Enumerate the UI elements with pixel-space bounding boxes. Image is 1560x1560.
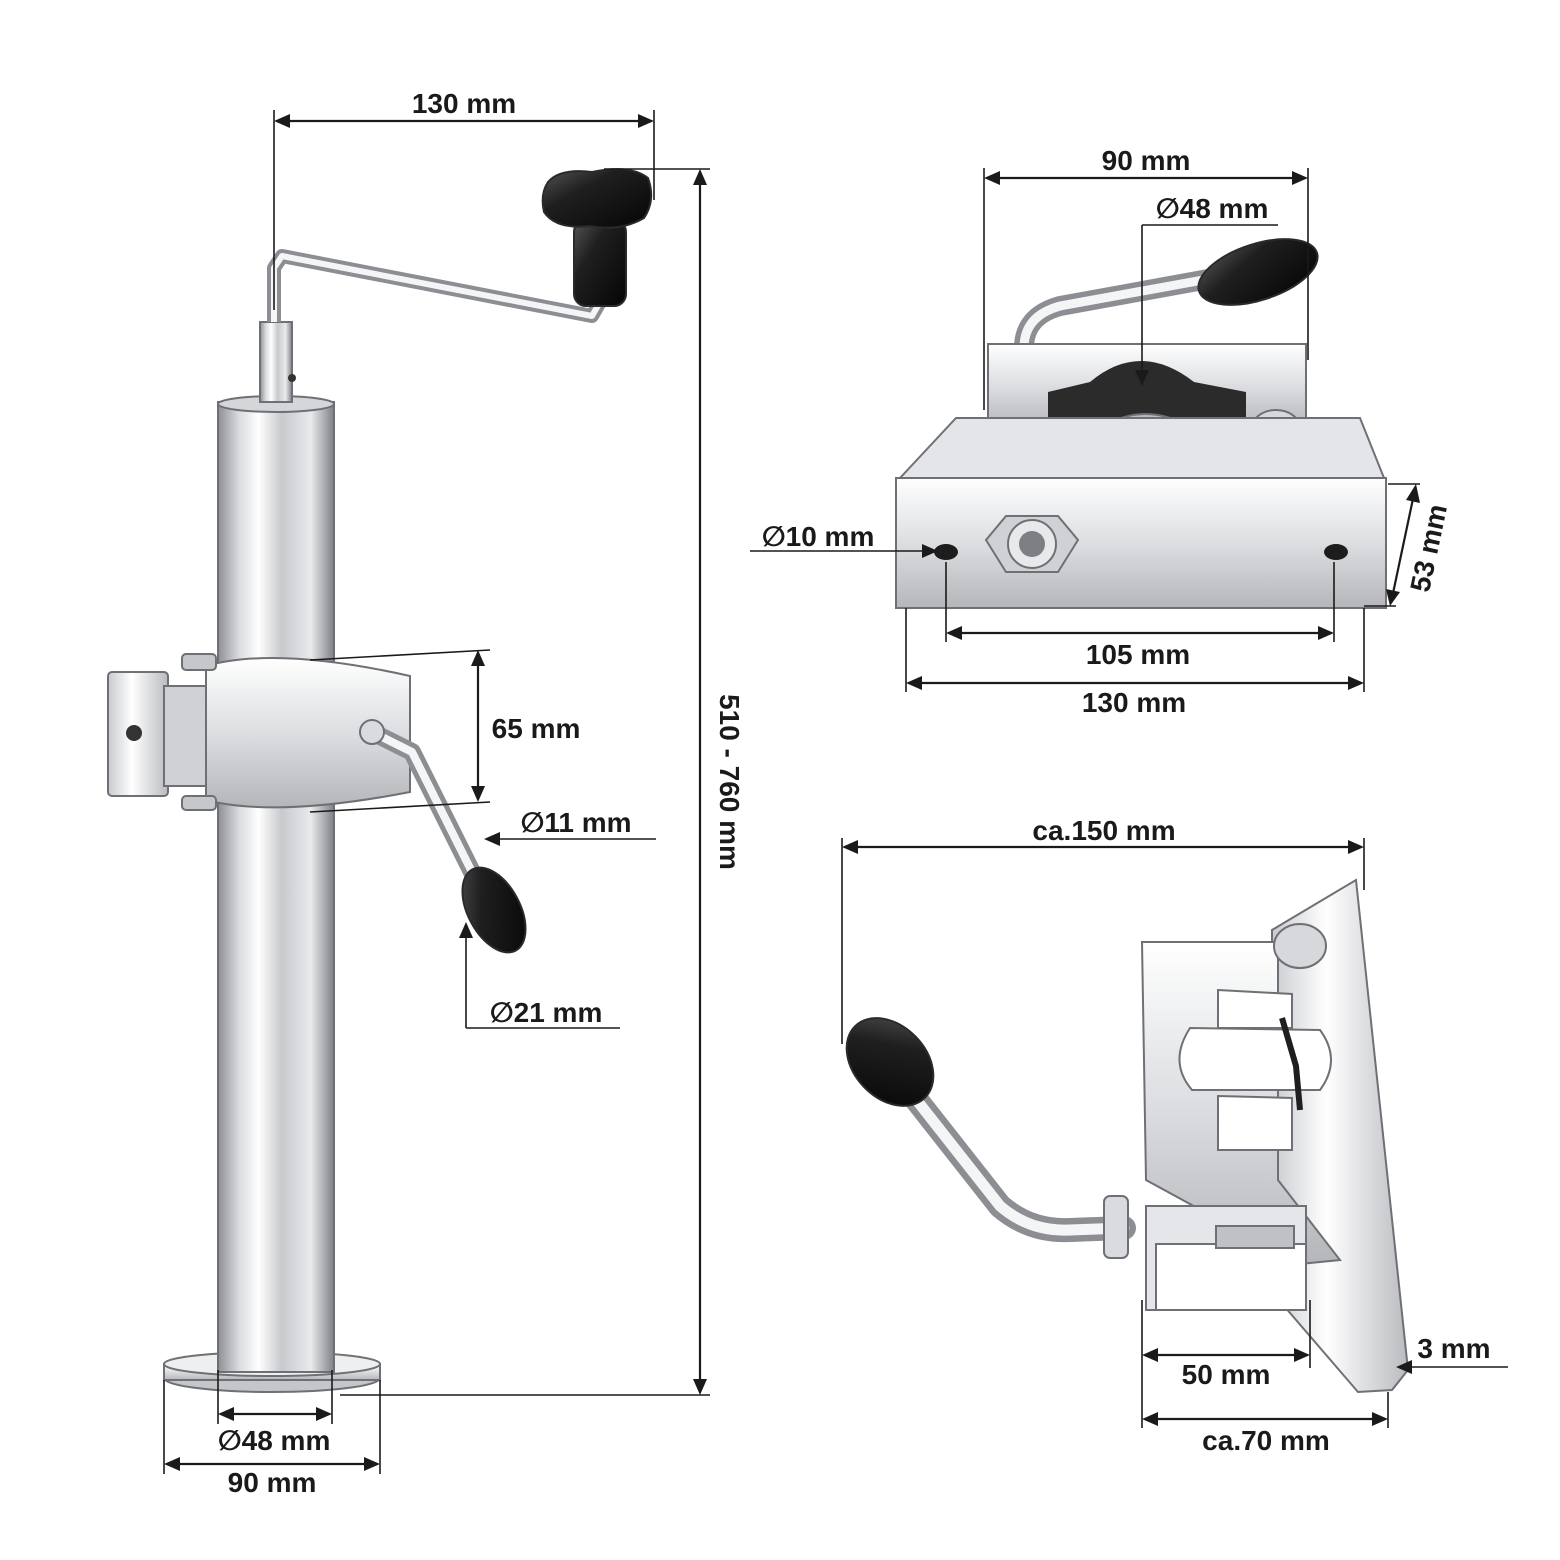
clamp-side-depth-label: ca.70 mm — [1202, 1425, 1330, 1456]
clamp-side-thickness-label: 3 mm — [1417, 1333, 1490, 1364]
jack-labels: 130 mm 510 - 760 mm 65 mm ∅11 mm ∅21 mm … — [218, 88, 745, 1498]
clamp-front-width-label: 90 mm — [1102, 145, 1191, 176]
clamp-side-labels: ca.150 mm 50 mm 3 mm ca.70 mm — [1032, 815, 1490, 1456]
clamp-front-plate-width-label: 130 mm — [1082, 687, 1186, 718]
jack-clamp-height-label: 65 mm — [492, 713, 581, 744]
clamp-front-tube-diameter-label: ∅48 mm — [1156, 193, 1269, 224]
jack-tube-diameter-label: ∅48 mm — [218, 1425, 331, 1456]
jack-height-label: 510 - 760 mm — [714, 694, 745, 870]
jack-dimensions — [163, 110, 710, 1474]
jack-knob-diameter-label: ∅21 mm — [490, 997, 603, 1028]
clamp-front-hole-diameter-label: ∅10 mm — [762, 521, 875, 552]
jack-lever-diameter-label: ∅11 mm — [520, 807, 631, 838]
clamp-side-length-label: ca.150 mm — [1032, 815, 1175, 846]
clamp-front-hole-spacing-label: 105 mm — [1086, 639, 1190, 670]
clamp-front-illustration — [895, 238, 1387, 609]
clamp-side-illustration — [845, 878, 1410, 1394]
jack-crank-width-label: 130 mm — [412, 88, 516, 119]
clamp-side-jaw-label: 50 mm — [1182, 1359, 1271, 1390]
clamp-front-height-label: 53 mm — [1404, 501, 1453, 594]
jack-illustration — [107, 168, 653, 1393]
clamp-side-dimensions — [841, 838, 1508, 1428]
jack-foot-diameter-label: 90 mm — [228, 1467, 317, 1498]
clamp-front-dimensions — [750, 168, 1420, 692]
